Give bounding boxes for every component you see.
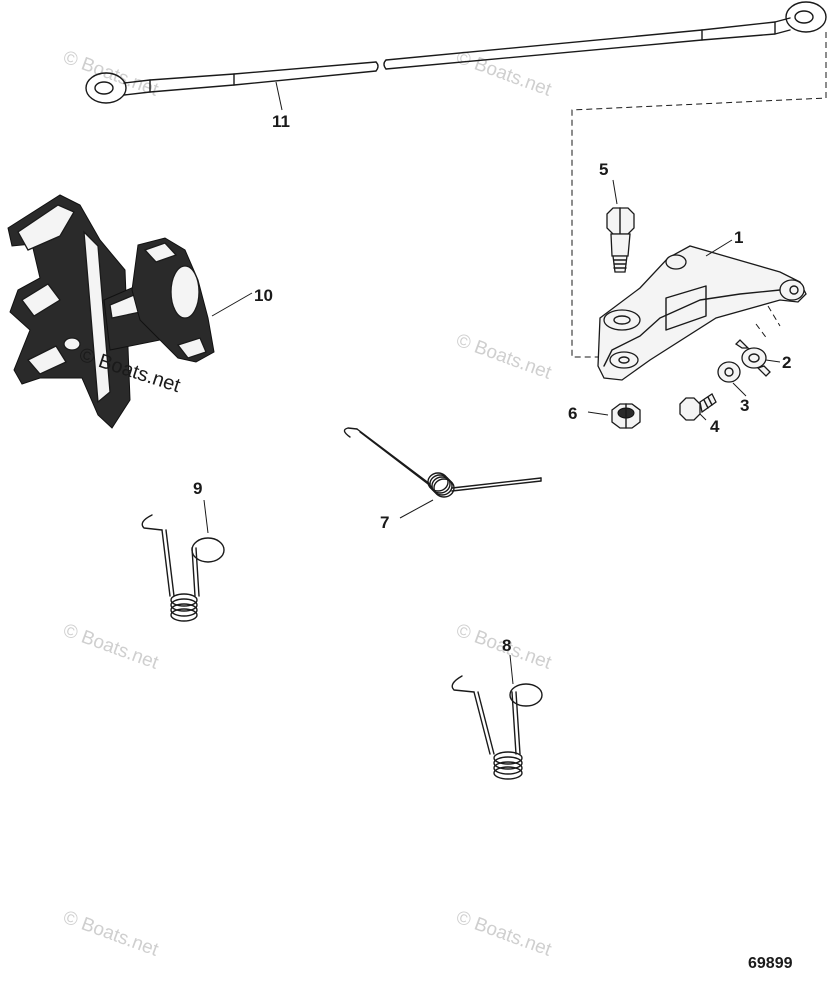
arm-part-1	[597, 245, 807, 381]
lock-washer-part-2	[734, 339, 771, 377]
bolt-part-5	[606, 207, 635, 273]
torsion-spring-part-7	[343, 427, 542, 498]
callout-4: 4	[710, 417, 720, 436]
alignment-line	[755, 305, 781, 341]
watermark: © Boats.net	[60, 907, 161, 961]
double-spring-part-8	[451, 675, 543, 780]
callout-8: 8	[502, 636, 511, 655]
callout-1: 1	[734, 228, 743, 247]
callout-7: 7	[380, 513, 389, 532]
callout-10: 10	[254, 286, 273, 305]
callout-9: 9	[193, 479, 202, 498]
double-spring-part-9	[141, 514, 225, 622]
callout-11: 11	[272, 112, 290, 131]
flat-washer-part-3	[717, 361, 741, 383]
assembly-line	[571, 32, 827, 358]
callout-3: 3	[740, 396, 749, 415]
watermark: © Boats.net	[453, 330, 554, 384]
link-rod	[85, 1, 827, 104]
watermark: © Boats.net	[60, 620, 161, 674]
watermarks: © Boats.net © Boats.net © Boats.net © Bo…	[60, 47, 554, 961]
watermark: © Boats.net	[453, 907, 554, 961]
figure-number: 69899	[748, 955, 793, 972]
callout-5: 5	[599, 160, 608, 179]
nut-part-6	[611, 403, 641, 429]
bracket-assembly	[7, 194, 215, 429]
callout-6: 6	[568, 404, 577, 423]
callout-2: 2	[782, 353, 791, 372]
